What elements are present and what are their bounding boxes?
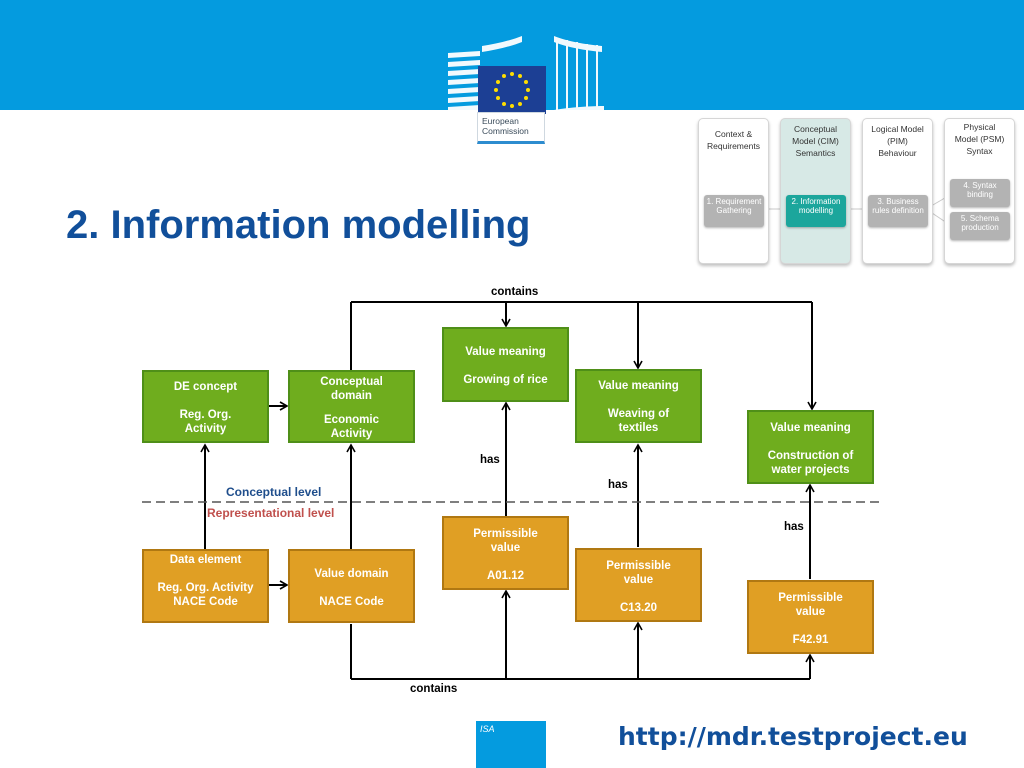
phase-physical-head-1: Physical <box>963 122 996 132</box>
box-permissible-value-a01-title: Permissible value <box>473 528 538 554</box>
phase-conceptual-head-3: Semantics <box>795 148 836 158</box>
box-data-element: Data element Reg. Org. Activity NACE Cod… <box>142 549 269 623</box>
slide-title: 2. Information modelling <box>66 203 531 247</box>
phase-conceptual-head-2: Model (CIM) <box>792 136 839 146</box>
box-de-concept: DE concept Reg. Org. Activity <box>142 370 269 443</box>
phase-physical: Physical Model (PSM) Syntax 4. Syntax bi… <box>944 118 1015 264</box>
box-permissible-value-c13: Permissible value C13.20 <box>575 548 702 622</box>
box-de-concept-title: DE concept <box>173 381 238 393</box>
contains-top-label: contains <box>491 286 539 298</box>
box-permissible-value-f42: Permissible value F42.91 <box>747 580 874 654</box>
box-permissible-value-f42-title: Permissible value <box>778 592 843 618</box>
contains-bottom-label: contains <box>410 683 458 695</box>
box-value-meaning-rice-title: Value meaning <box>465 346 546 358</box>
box-value-meaning-rice-body: Growing of rice <box>463 374 548 386</box>
phase-context-head-2: Requirements <box>707 141 760 151</box>
logo-wordmark: European Commission <box>477 112 545 144</box>
has-label-rice: has <box>480 454 500 466</box>
representational-level-label: Representational level <box>207 506 335 520</box>
conceptual-level-label: Conceptual level <box>226 485 322 499</box>
box-data-element-body: Reg. Org. Activity NACE Code <box>157 582 254 608</box>
phase-context-head-1: Context & <box>714 129 753 139</box>
phase-logical-head-2: (PIM) <box>887 136 908 146</box>
box-conceptual-domain-title: Conceptual domain <box>320 376 383 402</box>
phase-context: Context & Requirements 1. Requirement Ga… <box>698 118 769 264</box>
box-value-meaning-water-body: Construction of water projects <box>767 450 854 476</box>
phase-conceptual-head-1: Conceptual <box>793 124 837 134</box>
box-value-domain-title: Value domain <box>314 568 389 580</box>
step-information-modelling[interactable]: 2. Information modelling <box>786 195 846 227</box>
box-permissible-value-a01-body: A01.12 <box>486 570 525 582</box>
phase-logical-head-1: Logical Model <box>871 124 924 134</box>
box-permissible-value-c13-title: Permissible value <box>606 560 671 586</box>
box-value-meaning-water: Value meaning Construction of water proj… <box>747 410 874 484</box>
box-value-meaning-water-title: Value meaning <box>770 422 851 434</box>
phase-logical: Logical Model (PIM) Behaviour 3. Busines… <box>862 118 933 264</box>
box-value-meaning-rice: Value meaning Growing of rice <box>442 327 569 402</box>
phase-physical-head-3: Syntax <box>966 146 993 156</box>
box-value-meaning-textiles: Value meaning Weaving of textiles <box>575 369 702 443</box>
phase-logical-head-3: Behaviour <box>878 148 917 158</box>
has-label-water: has <box>784 521 804 533</box>
step-schema-production[interactable]: 5. Schema production <box>950 212 1010 240</box>
european-commission-logo <box>448 36 604 116</box>
step-requirement-gathering[interactable]: 1. Requirement Gathering <box>704 195 764 227</box>
box-value-meaning-textiles-body: Weaving of textiles <box>607 408 670 434</box>
phase-physical-head-2: Model (PSM) <box>954 134 1005 144</box>
box-data-element-title: Data element <box>169 554 242 566</box>
box-value-domain: Value domain NACE Code <box>288 549 415 623</box>
project-url-link[interactable]: http://mdr.testproject.eu <box>618 722 968 751</box>
phase-conceptual: Conceptual Model (CIM) Semantics 2. Info… <box>780 118 851 264</box>
box-conceptual-domain-body: Economic Activity <box>324 414 379 440</box>
logo-line-1: European <box>482 116 519 126</box>
box-permissible-value-a01: Permissible value A01.12 <box>442 516 569 590</box>
has-label-textiles: has <box>608 479 628 491</box>
box-value-meaning-textiles-title: Value meaning <box>598 380 679 392</box>
logo-line-2: Commission <box>482 126 529 136</box>
box-conceptual-domain: Conceptual domain Economic Activity <box>288 370 415 443</box>
box-permissible-value-f42-body: F42.91 <box>792 634 829 646</box>
step-business-rules[interactable]: 3. Business rules definition <box>868 195 928 227</box>
isa-logo: ISA <box>476 721 546 768</box>
step-syntax-binding[interactable]: 4. Syntax binding <box>950 179 1010 207</box>
box-permissible-value-c13-body: C13.20 <box>619 602 658 614</box>
box-de-concept-body: Reg. Org. Activity <box>179 409 232 435</box>
isa-logo-text: ISA <box>480 724 495 734</box>
box-value-domain-body: NACE Code <box>319 596 384 608</box>
